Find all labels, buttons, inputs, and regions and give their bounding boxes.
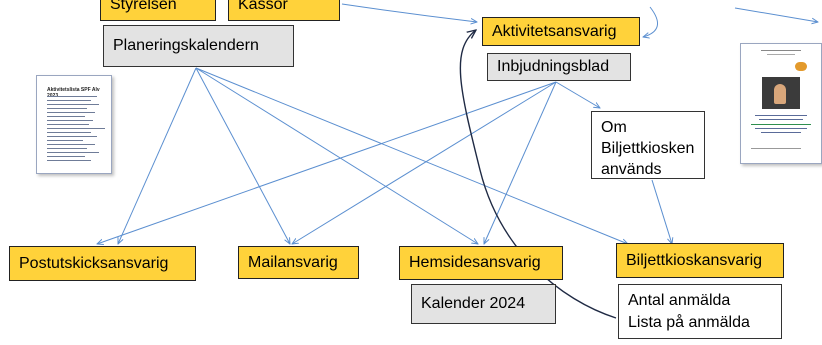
aktivitetsansvarig-box: Aktivitetsansvarig [482,17,640,46]
kalender-box: Kalender 2024 [411,284,556,324]
arrow-inb-to-hemsida [484,81,557,244]
arrow-plan-to-mail [195,67,290,244]
flyer-logo-icon [795,62,807,71]
planeringskalendern-box: Planeringskalendern [103,25,294,67]
arrow-inb-to-mail [292,81,557,244]
activity-list-title: Aktivitetslista SPF Alv 2023 [47,87,100,99]
styrelsen-box: Styrelsen [100,0,216,21]
aktivitetsansvarig-label: Aktivitetsansvarig [492,22,617,40]
kassor-label: Kassör [238,0,288,13]
planeringskalendern-label: Planeringskalendern [113,37,259,54]
lista-anmalda-label: Lista på anmälda [628,314,750,331]
hemsidesansvarig-box: Hemsidesansvarig [399,246,563,280]
hemsidesansvarig-label: Hemsidesansvarig [409,254,541,271]
om-biljettkiosken-label: Om Biljettkiosken används [601,119,695,178]
inbjudningsblad-label: Inbjudningsblad [497,58,610,75]
arrow-plan-to-biljett [195,67,628,244]
arrow-om-to-biljett [651,179,672,244]
postutskicksansvarig-box: Postutskicksansvarig [9,246,196,281]
arrow-antal-to-aktivitet [459,30,617,319]
flyer-person-icon [774,84,786,104]
antal-anmalda-box: Antal anmälda Lista på anmälda [618,284,782,339]
kassor-box: Kassör [228,0,340,21]
invitation-flyer-thumbnail [740,43,822,164]
mailansvarig-box: Mailansvarig [238,246,359,279]
arrow-inb-to-biljett [555,81,600,108]
biljettkioskansvarig-label: Biljettkioskansvarig [626,251,763,269]
arrow-loop-aktivitet [643,6,658,37]
om-biljettkiosken-box: Om Biljettkiosken används [591,111,705,179]
postutskicksansvarig-label: Postutskicksansvarig [19,254,169,272]
inbjudningsblad-box: Inbjudningsblad [487,53,631,81]
arrow-plan-to-hemsida [195,67,478,244]
arrow-plan-to-post [118,67,197,244]
arrow-right-edge [734,7,818,22]
biljettkioskansvarig-box: Biljettkioskansvarig [616,243,784,278]
arrow-inb-to-post [97,81,557,244]
arrow-top-to-aktivitet [341,3,477,22]
kalender-label: Kalender 2024 [421,295,526,312]
styrelsen-label: Styrelsen [110,0,177,13]
mailansvarig-label: Mailansvarig [248,253,338,271]
antal-anmalda-label: Antal anmälda [628,292,731,309]
activity-list-thumbnail: Aktivitetslista SPF Alv 2023 [36,75,112,174]
